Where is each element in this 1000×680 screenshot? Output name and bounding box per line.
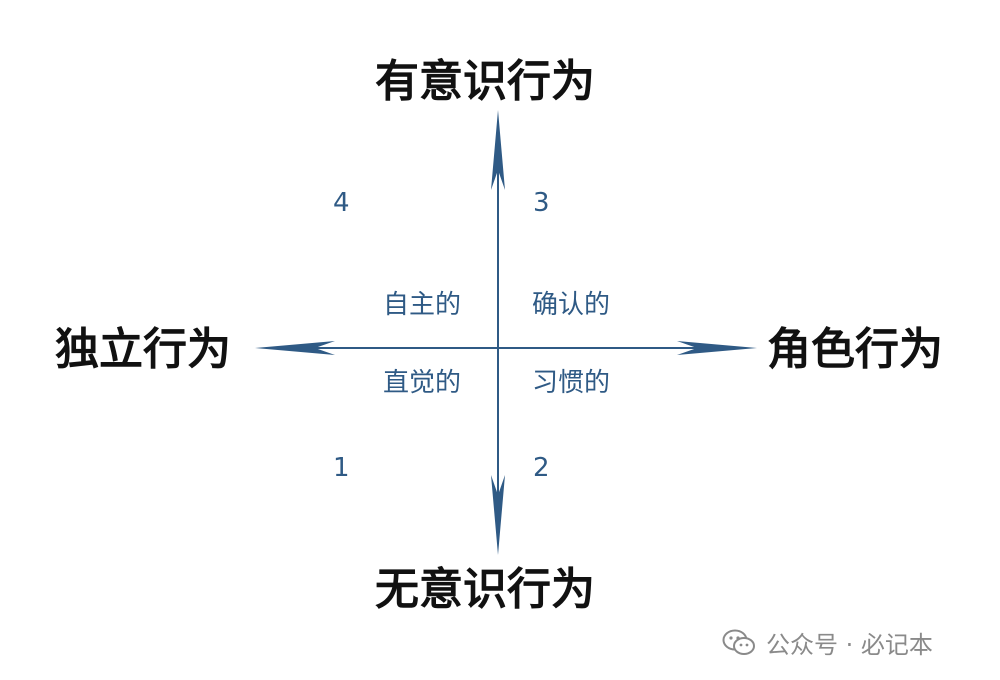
quadrant-label-bottom-right: 习惯的 [532, 368, 611, 398]
axis-label-right: 角色行为 [767, 324, 943, 375]
quadrant-label-top-left: 自主的 [383, 290, 462, 320]
arrow-down-icon [491, 475, 505, 555]
arrow-right-icon [677, 341, 757, 355]
watermark-text: 公众号 · 必记本 [766, 631, 933, 659]
arrow-left-icon [255, 341, 335, 355]
wechat-icon [722, 629, 755, 655]
quadrant-number-top-left: 4 [333, 188, 350, 218]
axis-label-bottom: 无意识行为 [375, 564, 595, 615]
watermark: 公众号 · 必记本 [722, 625, 933, 660]
quadrant-number-top-right: 3 [533, 188, 550, 218]
arrow-up-icon [491, 110, 505, 190]
axis-label-left: 独立行为 [55, 324, 231, 375]
quadrant-label-top-right: 确认的 [532, 290, 611, 320]
quadrant-label-bottom-left: 直觉的 [383, 368, 462, 398]
quadrant-number-bottom-right: 2 [533, 453, 550, 483]
quadrant-number-bottom-left: 1 [333, 453, 350, 483]
axis-label-top: 有意识行为 [375, 56, 595, 107]
